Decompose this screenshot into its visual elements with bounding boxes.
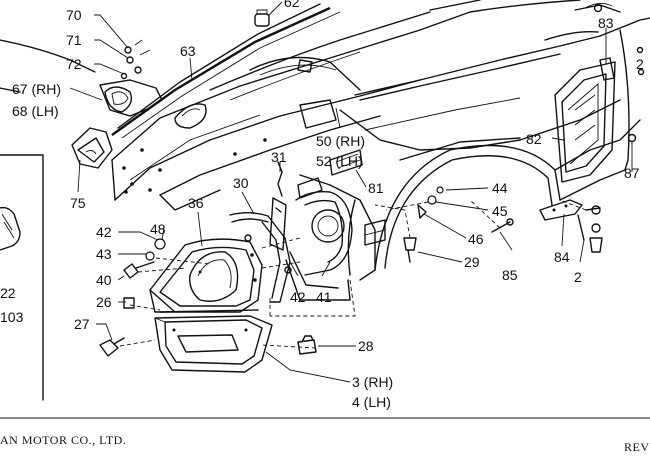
callout-81: 81 <box>368 180 384 196</box>
clip-28-icon <box>297 339 317 355</box>
assembly-guide-lines <box>119 199 587 349</box>
bolt-29-icon <box>403 237 417 251</box>
callout-63: 63 <box>180 43 196 59</box>
nut-43-icon <box>145 251 155 261</box>
callout-52: 52 (LH) <box>316 153 363 169</box>
callout-27: 27 <box>74 316 90 332</box>
callout-83: 83 <box>598 15 614 31</box>
callout-46: 46 <box>468 231 484 247</box>
callout-22: 22 <box>0 285 16 301</box>
callout-4: 4 (LH) <box>352 394 391 410</box>
nut-44-icon <box>436 186 444 194</box>
bolt-27-icon <box>99 339 119 357</box>
callout-85: 85 <box>502 267 518 283</box>
washer-48-icon <box>154 238 166 250</box>
footer-company: AN MOTOR CO., LTD. <box>0 433 126 447</box>
callout-68: 68 (LH) <box>12 103 59 119</box>
leader-lines <box>69 1 633 383</box>
callout-labels: 62 70 71 72 67 (RH) 68 (LH) 63 75 83 2 8… <box>0 0 644 410</box>
callout-48: 48 <box>150 221 166 237</box>
fender-valance <box>154 309 273 373</box>
callout-71: 71 <box>66 32 82 48</box>
left-inset-panel <box>0 154 44 401</box>
callout-82: 82 <box>526 131 542 147</box>
fender-brackets <box>229 149 363 303</box>
callout-42-mid: 42 <box>290 289 306 305</box>
callout-43: 43 <box>96 246 112 262</box>
washer-45-icon <box>427 195 437 205</box>
callout-70: 70 <box>66 7 82 23</box>
callout-2-bottom: 2 <box>574 269 582 285</box>
callout-30: 30 <box>233 175 249 191</box>
callout-75: 75 <box>70 195 86 211</box>
callout-45: 45 <box>492 203 508 219</box>
headlamp-housing <box>149 238 263 313</box>
clip-26-icon <box>123 297 135 309</box>
callout-3: 3 (RH) <box>352 374 393 390</box>
splash-shield-panel <box>539 57 637 253</box>
callout-29: 29 <box>464 254 480 270</box>
upper-left-brackets <box>0 9 270 169</box>
callout-40: 40 <box>96 272 112 288</box>
callout-2-top: 2 <box>636 56 644 72</box>
fasteners-left <box>99 186 514 357</box>
callout-44: 44 <box>492 180 508 196</box>
nut-46-icon <box>417 204 427 219</box>
callout-42-left: 42 <box>96 224 112 240</box>
inner-apron-rail <box>111 3 471 211</box>
bolt-40-icon <box>123 263 139 279</box>
callout-31: 31 <box>271 149 287 165</box>
callout-84: 84 <box>554 249 570 265</box>
callout-41: 41 <box>316 289 332 305</box>
callout-50: 50 (RH) <box>316 133 365 149</box>
callout-103: 103 <box>0 309 24 325</box>
callout-72: 72 <box>66 56 82 72</box>
callout-26: 26 <box>96 294 112 310</box>
callout-36: 36 <box>188 195 204 211</box>
page-footer: AN MOTOR CO., LTD. REV <box>0 417 650 454</box>
callout-62: 62 <box>284 0 300 10</box>
callout-28: 28 <box>358 338 374 354</box>
front-fender <box>299 0 650 281</box>
callout-87: 87 <box>624 165 640 181</box>
callout-67: 67 (RH) <box>12 81 61 97</box>
footer-revision: REV <box>624 440 650 454</box>
